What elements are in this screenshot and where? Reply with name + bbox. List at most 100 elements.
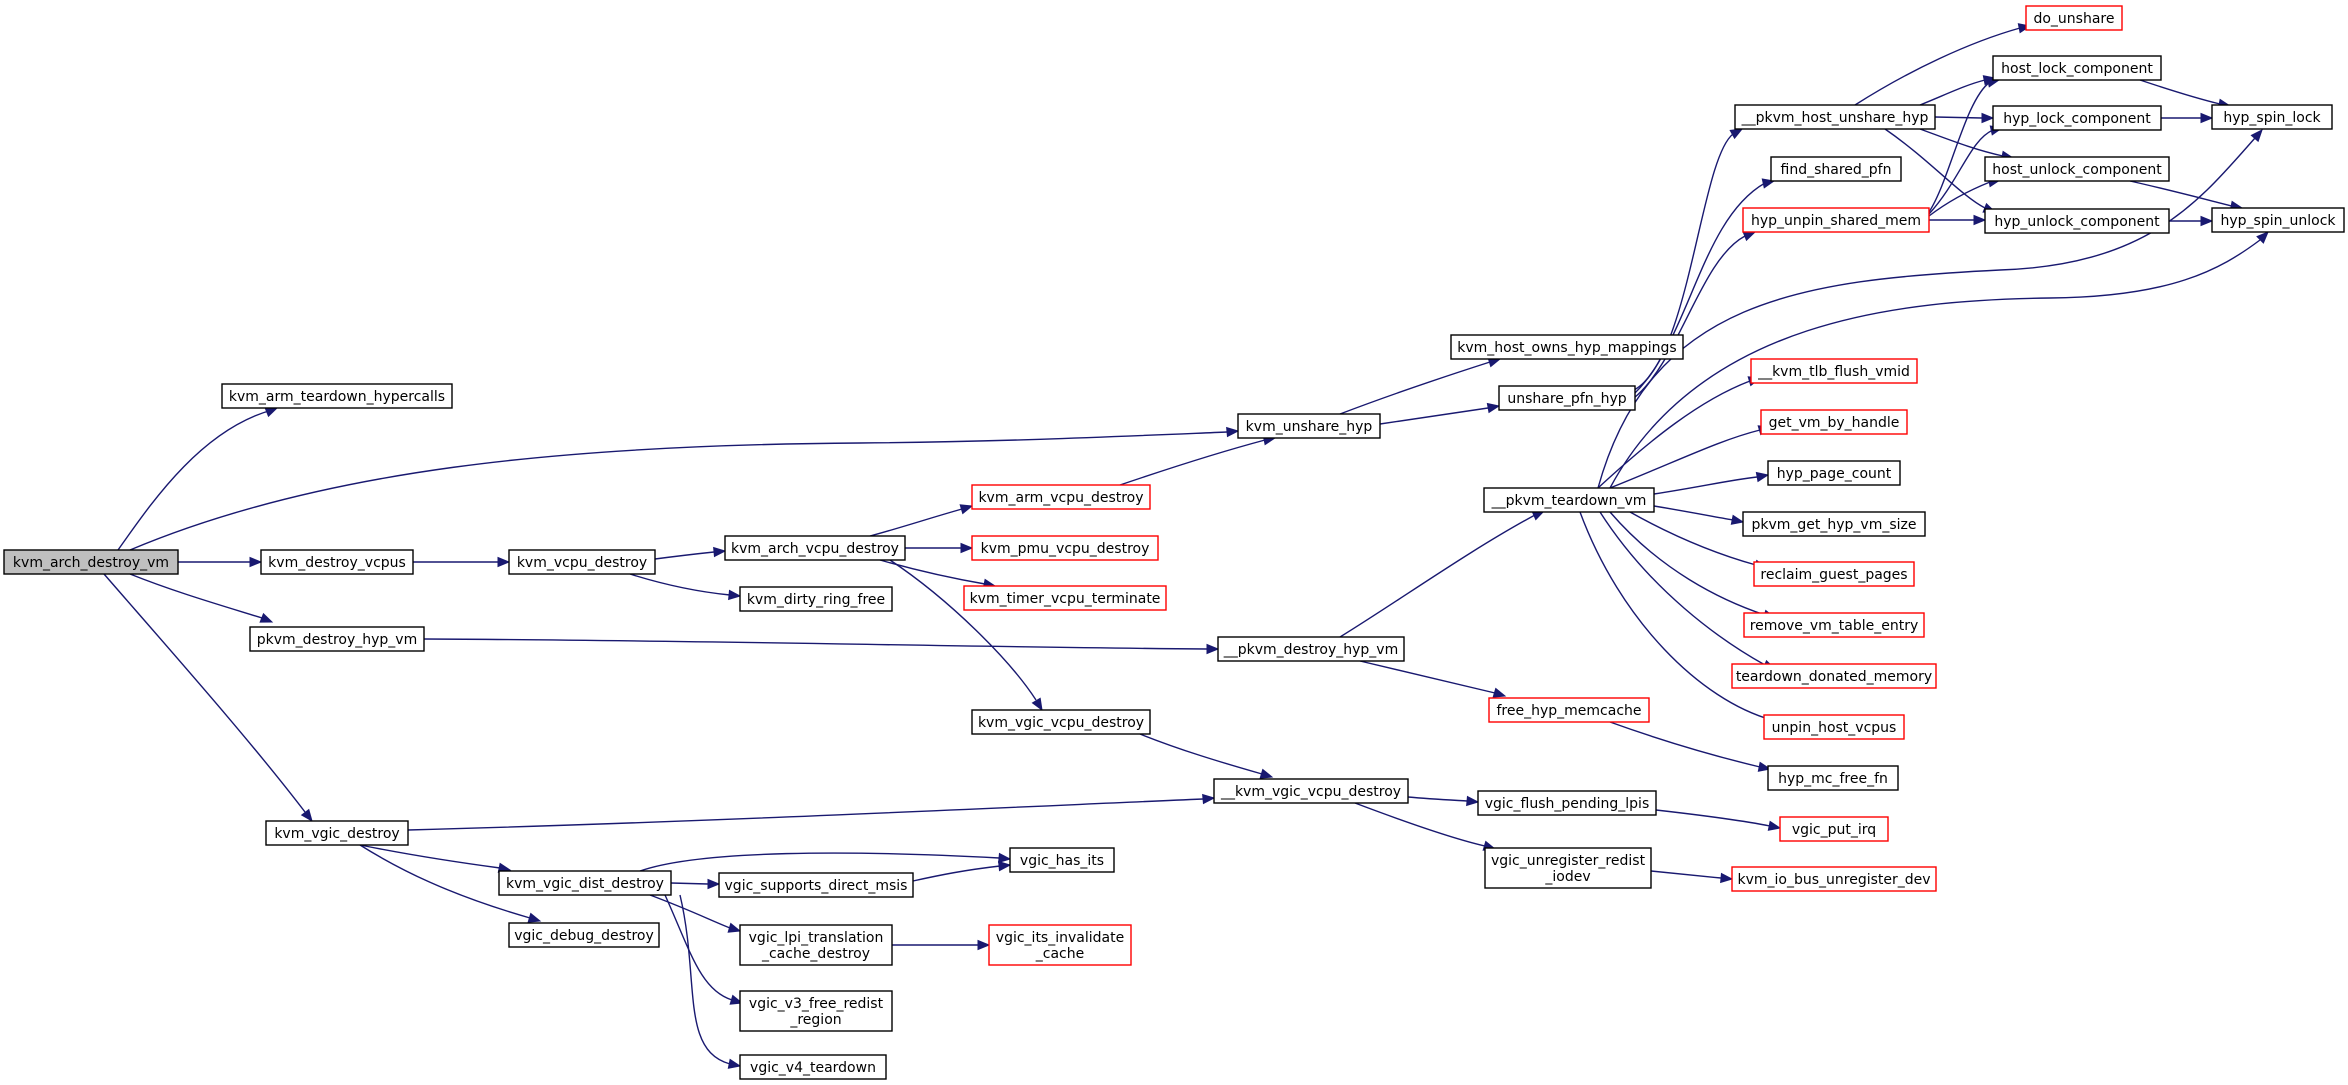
edge-__kvm_vgic_vcpu_destroy-to-vgic_unregister_redist_iodev — [1354, 802, 1497, 851]
edge-__pkvm_destroy_hyp_vm-to-free_hyp_memcache — [1359, 660, 1507, 698]
node-host-lock-component[interactable]: host_lock_component — [1992, 55, 2162, 81]
node-unpin-host-vcpus[interactable]: unpin_host_vcpus — [1763, 714, 1905, 740]
node-label: hyp_mc_free_fn — [1778, 771, 1888, 787]
arrowhead — [728, 589, 742, 601]
call-nodes: kvm_arch_destroy_vm kvm_arm_teardown_hype… — [3, 5, 2345, 1080]
node-label: find_shared_pfn — [1781, 162, 1892, 178]
arrowhead — [2250, 129, 2263, 143]
node-kvm-timer-vcpu-terminate[interactable]: kvm_timer_vcpu_terminate — [963, 585, 1167, 611]
node-label: _region — [789, 1012, 841, 1028]
node-vgic-put-irq[interactable]: vgic_put_irq — [1779, 816, 1889, 842]
arrowhead — [2200, 215, 2214, 227]
node-vgic-unregister-redist-iodev[interactable]: vgic_unregister_redist_iodev — [1484, 847, 1652, 889]
node-kvm-vgic-dist-destroy[interactable]: kvm_vgic_dist_destroy — [498, 870, 672, 896]
arrowhead — [1226, 426, 1240, 438]
node-vgic-v4-teardown[interactable]: vgic_v4_teardown — [739, 1054, 887, 1080]
node-label: _cache — [1035, 946, 1084, 962]
edge-kvm_arm_vcpu_destroy-to-kvm_unshare_hyp — [1119, 435, 1277, 486]
node-vgic-lpi-translation-cache-destroy[interactable]: vgic_lpi_translation_cache_destroy — [739, 924, 893, 966]
node-label: __pkvm_destroy_hyp_vm — [1223, 642, 1398, 658]
node-label: kvm_arch_vcpu_destroy — [731, 541, 899, 557]
node-kvm-dirty-ring-free[interactable]: kvm_dirty_ring_free — [739, 586, 893, 612]
arrowhead — [1486, 402, 1501, 414]
node-kvm-vcpu-destroy[interactable]: kvm_vcpu_destroy — [508, 549, 656, 575]
arrowhead — [960, 542, 974, 554]
node-box — [1477, 790, 1657, 816]
arrowhead — [1466, 795, 1480, 807]
node-kvm-arm-vcpu-destroy[interactable]: kvm_arm_vcpu_destroy — [971, 484, 1151, 510]
node-pkvm-destroy-hyp-vm[interactable]: __pkvm_destroy_hyp_vm — [1217, 636, 1405, 662]
node-kvm-arm-teardown-hypercalls[interactable]: kvm_arm_teardown_hypercalls — [221, 383, 453, 409]
node-hyp-lock-component[interactable]: hyp_lock_component — [1992, 105, 2162, 131]
edge-host_lock_component-to-hyp_spin_lock — [2139, 79, 2232, 109]
node-pkvm-destroy-hyp-vm[interactable]: pkvm_destroy_hyp_vm — [249, 626, 425, 652]
node-kvm-tlb-flush-vmid[interactable]: __kvm_tlb_flush_vmid — [1750, 358, 1918, 384]
node-pkvm-get-hyp-vm-size[interactable]: pkvm_get_hyp_vm_size — [1742, 511, 1926, 537]
node-kvm-io-bus-unregister-dev[interactable]: kvm_io_bus_unregister_dev — [1731, 866, 1937, 892]
node-label: host_unlock_component — [1992, 162, 2162, 178]
node-kvm-host-owns-hyp-mappings[interactable]: kvm_host_owns_hyp_mappings — [1450, 334, 1684, 360]
node-kvm-pmu-vcpu-destroy[interactable]: kvm_pmu_vcpu_destroy — [971, 535, 1159, 561]
arrowhead — [259, 612, 274, 623]
edge-__pkvm_host_unshare_hyp-to-host_unlock_component — [1919, 128, 2015, 161]
node-pkvm-host-unshare-hyp[interactable]: __pkvm_host_unshare_hyp — [1734, 104, 1936, 130]
node-hyp-mc-free-fn[interactable]: hyp_mc_free_fn — [1767, 765, 1899, 791]
node-kvm-destroy-vcpus[interactable]: kvm_destroy_vcpus — [260, 549, 414, 575]
node-box — [1992, 55, 2162, 81]
node-vgic-flush-pending-lpis[interactable]: vgic_flush_pending_lpis — [1477, 790, 1657, 816]
node-hyp-unlock-component[interactable]: hyp_unlock_component — [1984, 208, 2170, 234]
arrowhead — [1757, 761, 1772, 772]
node-hyp-unpin-shared-mem[interactable]: hyp_unpin_shared_mem — [1742, 207, 1930, 233]
node-vgic-has-its[interactable]: vgic_has_its — [1009, 847, 1115, 873]
node-label: kvm_unshare_hyp — [1246, 419, 1373, 435]
node-teardown-donated-memory[interactable]: teardown_donated_memory — [1731, 663, 1937, 689]
node-box — [1734, 104, 1936, 130]
node-label: _iodev — [1544, 869, 1590, 885]
node-label: kvm_vcpu_destroy — [517, 555, 647, 571]
node-label: kvm_vgic_dist_destroy — [506, 876, 664, 892]
node-box — [508, 549, 656, 575]
node-hyp-spin-lock[interactable]: hyp_spin_lock — [2211, 104, 2333, 130]
node-unshare-pfn-hyp[interactable]: unshare_pfn_hyp — [1498, 385, 1636, 411]
edge-kvm_vgic_destroy-to-__kvm_vgic_vcpu_destroy — [407, 793, 1216, 831]
node-pkvm-teardown-vm[interactable]: __pkvm_teardown_vm — [1483, 487, 1655, 513]
arrowhead — [727, 922, 742, 933]
node-host-unlock-component[interactable]: host_unlock_component — [1984, 156, 2170, 182]
edge-kvm_unshare_hyp-to-unshare_pfn_hyp — [1379, 402, 1501, 425]
node-kvm-vgic-destroy[interactable]: kvm_vgic_destroy — [265, 820, 409, 846]
node-reclaim-guest-pages[interactable]: reclaim_guest_pages — [1753, 561, 1915, 587]
node-label: vgic_supports_direct_msis — [725, 878, 908, 894]
node-vgic-debug-destroy[interactable]: vgic_debug_destroy — [508, 922, 660, 948]
node-vgic-its-invalidate-cache[interactable]: vgic_its_invalidate_cache — [988, 924, 1132, 966]
node-kvm-arch-vcpu-destroy[interactable]: kvm_arch_vcpu_destroy — [724, 535, 906, 561]
node-box — [2211, 104, 2333, 130]
node-kvm-vgic-vcpu-destroy[interactable]: kvm_vgic_vcpu_destroy — [971, 709, 1151, 735]
node-get-vm-by-handle[interactable]: get_vm_by_handle — [1760, 409, 1908, 435]
node-kvm-unshare-hyp[interactable]: kvm_unshare_hyp — [1237, 413, 1381, 439]
node-kvm-vgic-vcpu-destroy[interactable]: __kvm_vgic_vcpu_destroy — [1213, 778, 1409, 804]
node-remove-vm-table-entry[interactable]: remove_vm_table_entry — [1743, 612, 1925, 638]
node-hyp-spin-unlock[interactable]: hyp_spin_unlock — [2211, 207, 2345, 233]
node-vgic-supports-direct-msis[interactable]: vgic_supports_direct_msis — [718, 872, 914, 898]
node-label: unpin_host_vcpus — [1772, 720, 1897, 736]
node-label: hyp_spin_unlock — [2221, 213, 2337, 229]
edge-host_unlock_component-to-hyp_spin_unlock — [2129, 180, 2244, 211]
node-do-unshare[interactable]: do_unshare — [2025, 5, 2123, 31]
arrowhead — [1755, 471, 1770, 483]
node-box — [1450, 334, 1684, 360]
node-find-shared-pfn[interactable]: find_shared_pfn — [1770, 156, 1902, 182]
call-edges — [103, 23, 2269, 1069]
edge-kvm_vgic_dist_destroy-to-vgic_supports_direct_msis — [670, 878, 721, 890]
node-label: vgic_debug_destroy — [514, 928, 654, 944]
node-free-hyp-memcache[interactable]: free_hyp_memcache — [1488, 697, 1650, 723]
node-box — [1742, 207, 1930, 233]
arrowhead — [264, 407, 279, 418]
node-hyp-page-count[interactable]: hyp_page_count — [1767, 460, 1901, 486]
node-label: kvm_dirty_ring_free — [747, 592, 885, 608]
node-label: vgic_flush_pending_lpis — [1485, 796, 1650, 812]
node-vgic-v3-free-redist-region[interactable]: vgic_v3_free_redist_region — [739, 990, 893, 1032]
edge-kvm_arch_vcpu_destroy-to-kvm_pmu_vcpu_destroy — [905, 542, 974, 554]
arrowhead — [1492, 687, 1507, 698]
node-box — [739, 924, 893, 966]
node-kvm-arch-destroy-vm[interactable]: kvm_arch_destroy_vm — [3, 549, 179, 575]
